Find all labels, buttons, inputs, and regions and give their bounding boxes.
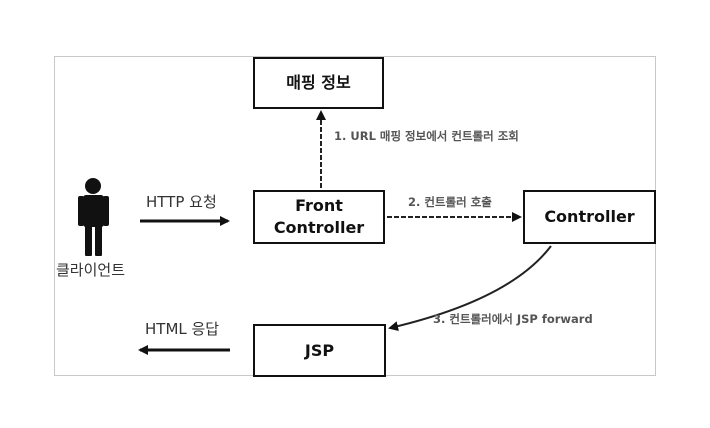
forward-jsp-arrow xyxy=(388,245,552,332)
client-person-icon xyxy=(78,178,109,256)
http-request-label: HTTP 요청 xyxy=(146,193,217,211)
controller-box: Controller xyxy=(523,190,656,244)
jsp-label: JSP xyxy=(304,340,335,360)
step2-label: 2. 컨트롤러 호출 xyxy=(408,195,492,209)
controller-label: Controller xyxy=(544,207,635,226)
mapping-info-label: 매핑 정보 xyxy=(286,73,351,92)
front-controller-label: Front Controller xyxy=(273,196,365,237)
step1-label: 1. URL 매핑 정보에서 컨트롤러 조회 xyxy=(334,129,519,143)
html-response-label: HTML 응답 xyxy=(145,320,220,338)
client-label: 클라이언트 xyxy=(56,261,126,279)
step3-label: 3. 컨트롤러에서 JSP forward xyxy=(433,312,593,326)
jsp-box: JSP xyxy=(253,324,386,377)
front-controller-box: Front Controller xyxy=(253,190,385,244)
mapping-info-box: 매핑 정보 xyxy=(253,57,384,109)
